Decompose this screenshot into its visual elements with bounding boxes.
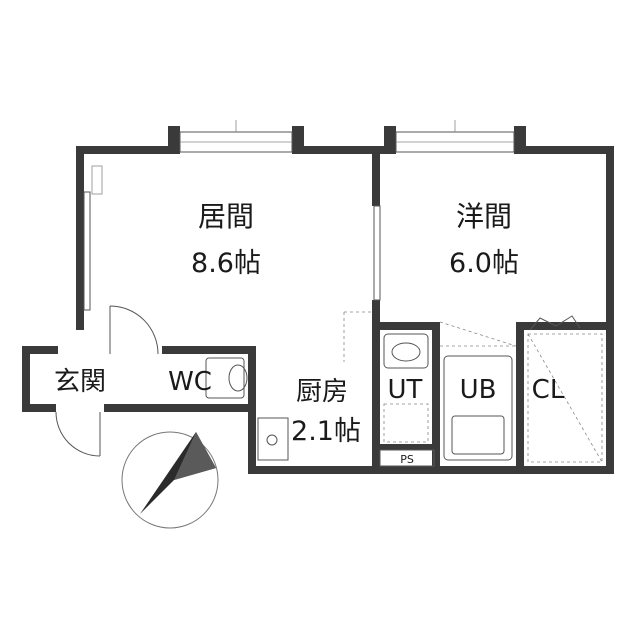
wc-name: WC bbox=[168, 367, 212, 397]
western-room-area: 6.0帖 bbox=[449, 248, 519, 279]
windows bbox=[83, 120, 515, 311]
bath-name: UB bbox=[460, 375, 497, 405]
walls bbox=[22, 126, 614, 474]
kitchen-name: 厨房 bbox=[296, 377, 348, 407]
utility-name: UT bbox=[388, 375, 423, 405]
doors bbox=[55, 305, 581, 457]
room-labels: 居間 8.6帖 洋間 6.0帖 玄関 WC 厨房 2.1帖 UT UB CL P… bbox=[54, 200, 565, 466]
pipe-space-name: PS bbox=[400, 453, 414, 466]
western-room-name: 洋間 bbox=[456, 200, 512, 233]
living-room-name: 居間 bbox=[198, 200, 254, 233]
entrance-name: 玄関 bbox=[54, 367, 106, 397]
north-arrow-icon bbox=[121, 431, 219, 529]
living-room-area: 8.6帖 bbox=[191, 248, 261, 279]
fixtures bbox=[205, 333, 603, 467]
kitchen-area: 2.1帖 bbox=[291, 416, 361, 447]
closet-name: CL bbox=[532, 375, 565, 405]
